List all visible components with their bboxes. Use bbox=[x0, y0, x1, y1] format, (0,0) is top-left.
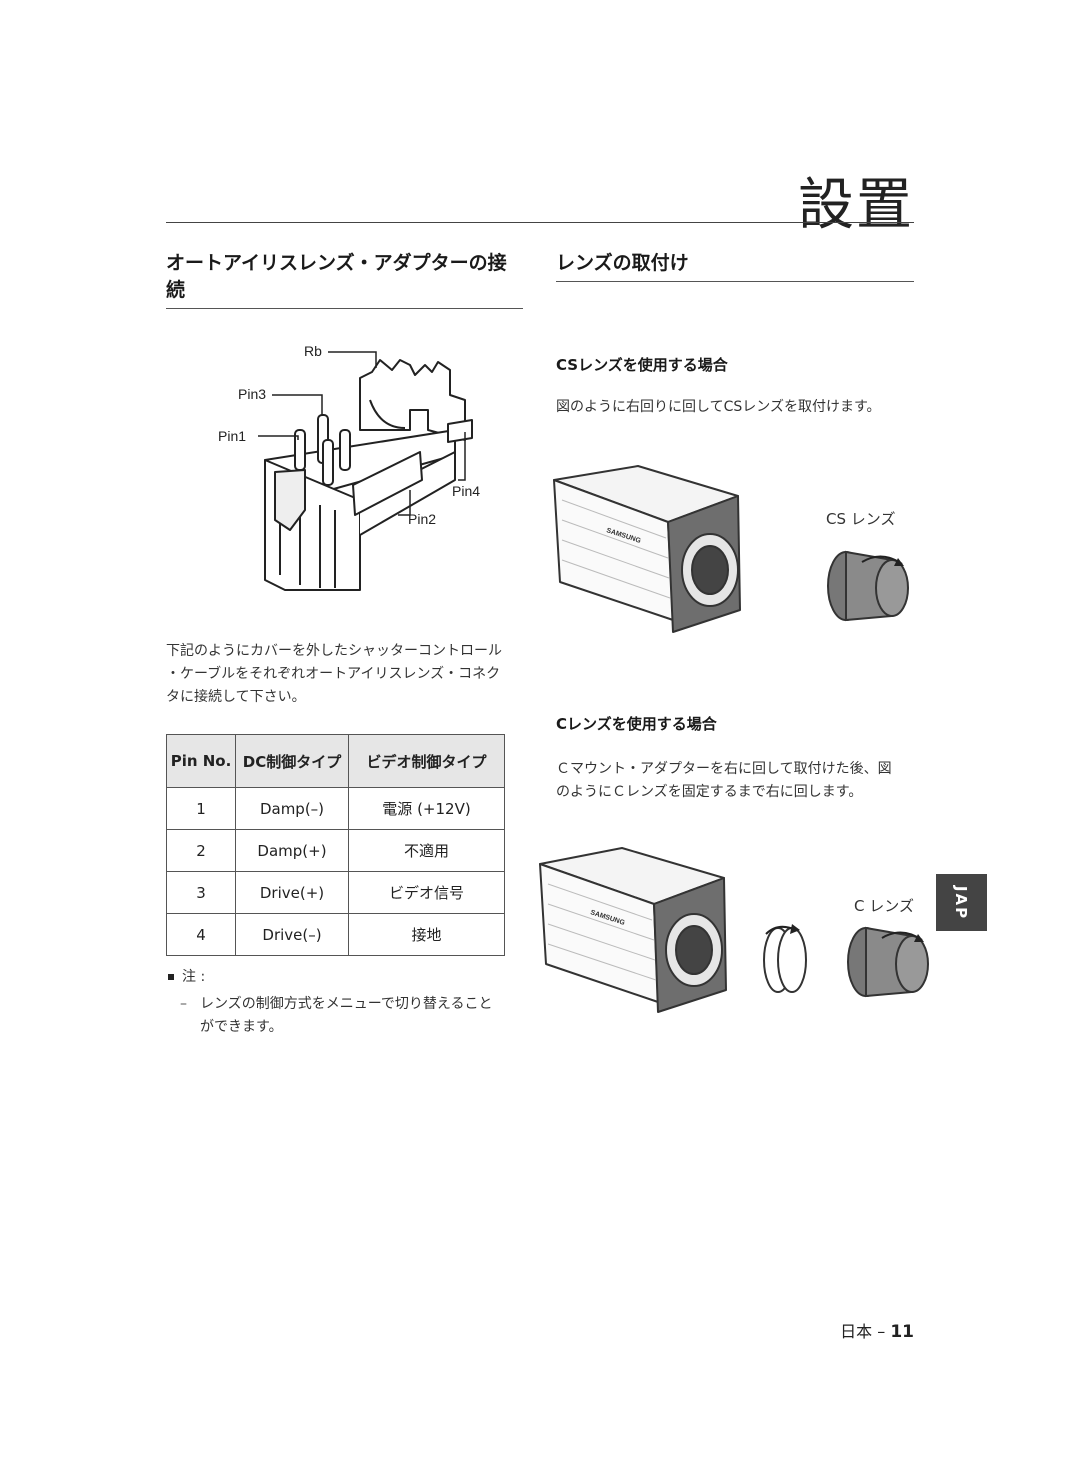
header-pin-no: Pin No. bbox=[166, 734, 236, 788]
c-camera-illustration: SAMSUNG bbox=[539, 847, 727, 1013]
table-cell: 1 bbox=[166, 787, 236, 830]
table-cell: 不適用 bbox=[348, 829, 505, 872]
c-mount-adapter-icon bbox=[763, 924, 807, 993]
description-line: 下記のようにカバーを外したシャッターコントロール bbox=[166, 643, 502, 659]
table-cell: Damp(–) bbox=[235, 787, 349, 830]
label-rb: Rb bbox=[304, 343, 322, 359]
table-cell: 3 bbox=[166, 871, 236, 914]
chapter-rule bbox=[166, 222, 914, 223]
bullet-square-icon bbox=[168, 974, 174, 980]
footer-language: 日本 – bbox=[840, 1322, 891, 1341]
description-line: ・ケーブルをそれぞれオートアイリスレンズ・コネク bbox=[166, 666, 501, 682]
label-pin2: Pin2 bbox=[408, 511, 436, 527]
connection-description: 下記のようにカバーを外したシャッターコントロール ・ケーブルをそれぞれオートアイ… bbox=[166, 640, 526, 709]
note-dash: – bbox=[180, 996, 187, 1012]
table-row: 4 Drive(–) 接地 bbox=[166, 913, 505, 956]
table-row: 1 Damp(–) 電源 (+12V) bbox=[166, 787, 505, 830]
cs-lens-icon bbox=[827, 550, 909, 622]
c-lens-icon bbox=[847, 926, 929, 998]
chapter-title: 設置 bbox=[798, 173, 914, 238]
language-tab: JAP bbox=[936, 874, 987, 931]
table-cell: ビデオ信号 bbox=[348, 871, 505, 914]
header-dc-type: DC制御タイプ bbox=[235, 734, 349, 788]
connector-diagram: Rb Pin3 Pin1 Pin4 Pin2 bbox=[218, 343, 480, 591]
label-pin1: Pin1 bbox=[218, 428, 246, 444]
table-cell: Drive(+) bbox=[235, 871, 349, 914]
note-line: レンズの制御方式をメニューで切り替えること bbox=[200, 996, 493, 1012]
note-label: 注 : bbox=[182, 969, 206, 985]
table-row: 2 Damp(+) 不適用 bbox=[166, 829, 505, 872]
section-heading-auto-iris: オートアイリスレンズ・アダプターの接続 bbox=[166, 248, 523, 309]
table-row: 3 Drive(+) ビデオ信号 bbox=[166, 871, 505, 914]
c-instruction: Ｃマウント・アダプターを右に回して取付けた後、図 のようにＣレンズを固定するまで… bbox=[556, 758, 918, 804]
c-lens-label: C レンズ bbox=[854, 897, 914, 915]
c-instruction-line: のようにＣレンズを固定するまで右に回します。 bbox=[556, 784, 863, 800]
table-cell: 電源 (+12V) bbox=[348, 787, 505, 830]
label-pin4: Pin4 bbox=[452, 483, 480, 499]
table-cell: Damp(+) bbox=[235, 829, 349, 872]
section-heading-lens-mount: レンズの取付け bbox=[556, 248, 914, 282]
header-video-type: ビデオ制御タイプ bbox=[348, 734, 505, 788]
table-cell: 2 bbox=[166, 829, 236, 872]
page-footer: 日本 – 11 bbox=[840, 1318, 914, 1342]
c-instruction-line: Ｃマウント・アダプターを右に回して取付けた後、図 bbox=[556, 761, 892, 777]
cs-camera-illustration: SAMSUNG bbox=[553, 465, 741, 633]
table-cell: 接地 bbox=[348, 913, 505, 956]
cs-instruction: 図のように右回りに回してCSレンズを取付けます。 bbox=[556, 399, 881, 415]
table-header-row: Pin No. DC制御タイプ ビデオ制御タイプ bbox=[166, 734, 505, 788]
page-number: 11 bbox=[890, 1322, 914, 1342]
label-pin3: Pin3 bbox=[238, 386, 266, 402]
note-block: 注 : – レンズの制御方式をメニューで切り替えること ができます。 bbox=[168, 966, 528, 1039]
language-tab-label: JAP bbox=[952, 885, 971, 920]
note-line: ができます。 bbox=[200, 1019, 283, 1035]
table-cell: 4 bbox=[166, 913, 236, 956]
table-cell: Drive(–) bbox=[235, 913, 349, 956]
description-line: タに接続して下さい。 bbox=[166, 689, 306, 705]
c-subheading: Cレンズを使用する場合 bbox=[556, 715, 717, 733]
cs-lens-label: CS レンズ bbox=[826, 510, 896, 528]
cs-subheading: CSレンズを使用する場合 bbox=[556, 356, 728, 374]
pin-table: Pin No. DC制御タイプ ビデオ制御タイプ 1 Damp(–) 電源 (+… bbox=[166, 734, 505, 956]
